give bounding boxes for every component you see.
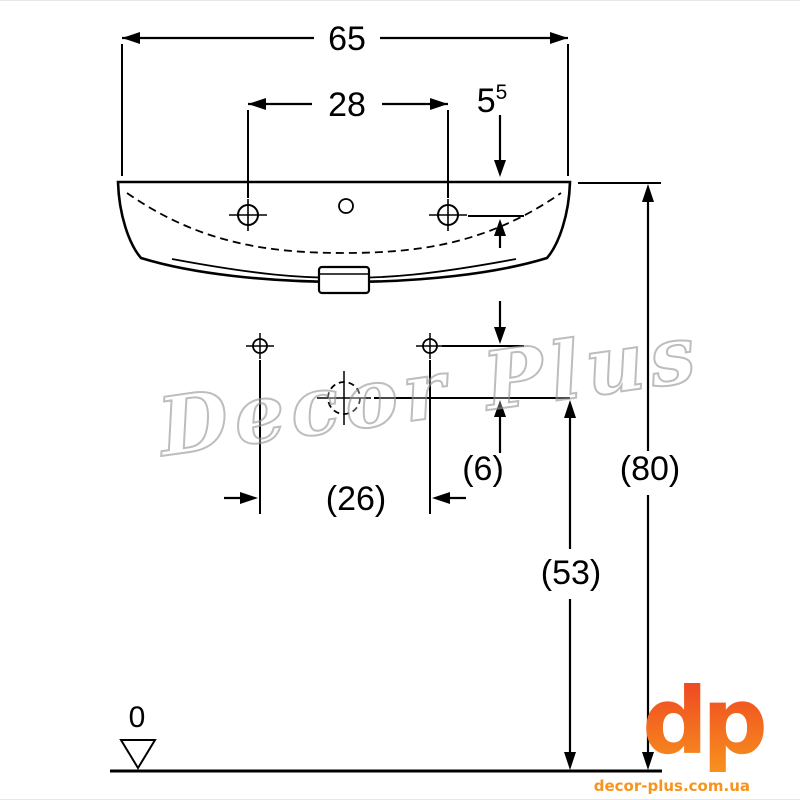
arrow-right-icon	[430, 98, 448, 110]
arrow-up-icon	[494, 219, 506, 236]
arrow-up-icon	[642, 184, 654, 202]
dimension-label-faucet-offset: 55	[477, 81, 508, 120]
installation-points	[246, 333, 444, 425]
dimension-label-drain-offset: (6)	[462, 450, 504, 488]
datum-triangle-icon	[119, 739, 157, 770]
dimension-drain-height: (53)	[541, 400, 601, 770]
brand-logo: dp	[642, 668, 764, 775]
dimension-drain-offset: (6)	[374, 301, 570, 488]
drain-outlet	[317, 371, 371, 425]
arrow-down-icon	[564, 752, 576, 770]
arrow-up-icon	[564, 400, 576, 418]
dimension-label-drain-height: (53)	[541, 554, 601, 592]
overflow-hole	[338, 198, 354, 214]
dimension-label-rim-height: (80)	[620, 450, 680, 488]
arrow-left-icon	[432, 492, 450, 504]
brand-website: decor-plus.com.ua	[594, 777, 750, 795]
datum-label-zero: 0	[129, 701, 146, 734]
dimension-faucet-spacing: 28	[247, 86, 449, 198]
arrow-up-icon	[494, 400, 506, 417]
basin-drawing	[116, 180, 572, 295]
fixing-hole-left	[246, 333, 274, 359]
arrow-down-icon	[494, 327, 506, 344]
arrow-left-icon	[122, 32, 140, 44]
arrow-left-icon	[248, 98, 266, 110]
value-superscript: 5	[496, 81, 508, 104]
dimension-rim-height: (80)	[578, 182, 680, 770]
dimension-label-faucet-spacing: 28	[328, 86, 366, 124]
arrow-down-icon	[494, 160, 506, 177]
arrow-down-icon	[642, 752, 654, 770]
dimension-faucet-offset: 55	[468, 81, 524, 248]
dimension-label-fixing-spacing: (26)	[326, 480, 386, 518]
drain-trap-cover	[317, 265, 371, 295]
faucet-hole-right	[429, 199, 467, 231]
dimension-overall-width: 65	[121, 20, 569, 176]
faucet-hole-left	[229, 199, 267, 231]
arrow-right-icon	[240, 492, 258, 504]
dimension-fixing-spacing: (26)	[224, 360, 466, 518]
arrow-right-icon	[550, 32, 568, 44]
value-main: 5	[477, 82, 496, 120]
floor-datum: 0	[110, 701, 662, 773]
fixing-hole-right	[416, 333, 444, 359]
dimension-label-overall-width: 65	[328, 20, 366, 58]
basin-rim-dashed-line	[126, 192, 562, 254]
